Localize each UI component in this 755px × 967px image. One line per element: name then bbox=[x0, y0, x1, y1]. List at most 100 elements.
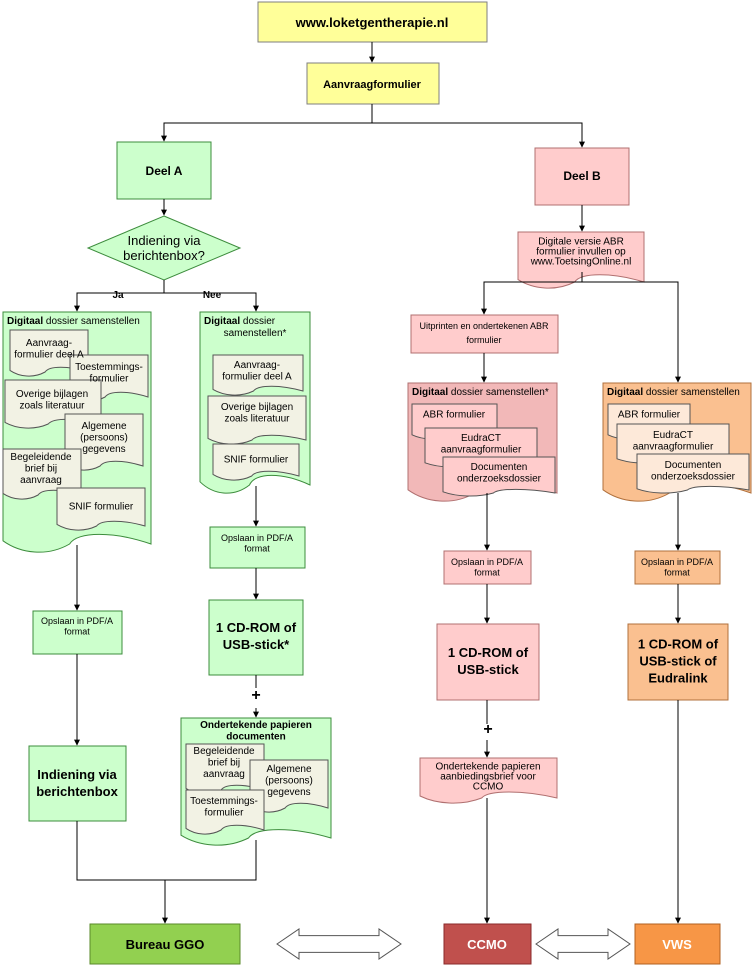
label-line: (persoons) bbox=[265, 776, 313, 787]
dossier-heading-bold: Digitaal bbox=[607, 387, 643, 398]
papier-ccmo-box bbox=[419, 757, 558, 804]
indiening-box bbox=[28, 745, 127, 822]
label-line: brief bij bbox=[208, 758, 240, 769]
cdrom-ccmo-box bbox=[436, 623, 540, 701]
label-line: formulier deel A bbox=[14, 349, 84, 360]
label-line: Toestemmings- bbox=[75, 362, 143, 373]
label-line: format bbox=[244, 543, 270, 553]
label-line: aanvraagformulier bbox=[633, 441, 714, 452]
doc-documenten-ccmo bbox=[442, 456, 556, 497]
label-line: Indiening via bbox=[37, 767, 117, 782]
dossier-heading-bold: Digitaal bbox=[204, 316, 240, 327]
connector bbox=[582, 281, 681, 383]
dossier-heading: Digitaal dossier samenstellen bbox=[607, 387, 740, 398]
doc-snif2-text: SNIF formulier bbox=[224, 455, 289, 466]
doc-aanvraag-text: Aanvraag-formulier deel A bbox=[14, 338, 84, 361]
website-text: www.loketgentherapie.nl bbox=[295, 15, 449, 30]
label-line: formulier invullen op bbox=[536, 247, 626, 258]
label-line: aanvraagformulier bbox=[441, 444, 522, 455]
label-line: Aanvraag- bbox=[234, 360, 280, 371]
label-line: EudraCT bbox=[653, 430, 693, 441]
doc-toestemming-text: Toestemmings-formulier bbox=[75, 362, 143, 385]
label-line: gegevens bbox=[82, 444, 125, 455]
double-arrow-right bbox=[535, 928, 631, 960]
label-line: Begeleidende bbox=[193, 746, 255, 757]
label-line: onderzoeksdossier bbox=[457, 473, 542, 484]
doc-abr-vws-text: ABR formulier bbox=[618, 410, 681, 421]
label-line: SNIF formulier bbox=[224, 455, 289, 466]
deel-a-box bbox=[116, 141, 212, 200]
dossier-heading-line2: samenstellen* bbox=[224, 328, 287, 339]
deel-b-text: Deel B bbox=[563, 169, 601, 183]
label-line: Opslaan in PDF/A bbox=[641, 557, 713, 567]
dossier-heading-rest: dossier samenstellen bbox=[43, 316, 140, 327]
label-line: format bbox=[474, 567, 500, 577]
ccmo-box bbox=[443, 923, 532, 965]
label-line: berichtenbox bbox=[36, 784, 118, 799]
label-line: gegevens bbox=[267, 787, 310, 798]
deel-a-text: Deel A bbox=[146, 164, 183, 178]
dossier-heading-bold: Digitaal bbox=[7, 316, 43, 327]
plus-ccmo: + bbox=[483, 721, 492, 738]
connector bbox=[76, 821, 257, 881]
label-line: Algemene bbox=[81, 421, 126, 432]
doc-documenten-vws bbox=[636, 453, 750, 494]
label-line: format bbox=[64, 626, 90, 636]
right-opslaan-box bbox=[209, 526, 306, 569]
deel-b-box bbox=[534, 147, 630, 206]
cdrom-vws-box bbox=[627, 623, 729, 701]
doc-overige-a2 bbox=[207, 395, 307, 445]
label-line: (persoons) bbox=[80, 433, 128, 444]
label-line: berichtenbox? bbox=[123, 248, 205, 263]
doc-abr-ccmo-text: ABR formulier bbox=[423, 410, 486, 421]
label-line: formulier bbox=[205, 807, 245, 818]
label-line: Opslaan in PDF/A bbox=[451, 557, 523, 567]
label-line: onderzoeksdossier bbox=[651, 471, 736, 482]
cdrom-vws-text: 1 CD-ROM of USB-stick of Eudralink bbox=[638, 637, 719, 686]
label-line: Algemene bbox=[266, 764, 311, 775]
ccmo-text: CCMO bbox=[467, 937, 507, 952]
connector bbox=[161, 104, 373, 142]
doc-algemene2-text: Algemene(persoons)gegevens bbox=[265, 764, 313, 798]
doc-toestemming-a2 bbox=[185, 789, 265, 835]
label-line: Digitale versie ABR bbox=[538, 237, 624, 248]
label-line: SNIF formulier bbox=[69, 502, 134, 513]
label-line: Uitprinten en ondertekenen ABR bbox=[419, 321, 549, 331]
doc-toestemming2-text: Toestemmings-formulier bbox=[190, 796, 258, 819]
label-line: zoals literatuur bbox=[19, 400, 85, 411]
doc-aanvraag-a2 bbox=[212, 354, 304, 396]
plus-a: + bbox=[251, 687, 260, 704]
label-line: aanvraag bbox=[20, 475, 62, 486]
label-line: USB-stick of bbox=[639, 654, 717, 669]
label-line: Indiening via bbox=[128, 233, 202, 248]
label-line: Documenten bbox=[471, 462, 528, 473]
label-line: Ondertekende papieren bbox=[435, 762, 540, 773]
label-line: formulier deel A bbox=[222, 371, 292, 382]
label-line: ABR formulier bbox=[423, 410, 486, 421]
label-line: CCMO bbox=[473, 782, 504, 793]
label-line: Eudralink bbox=[648, 671, 708, 686]
ccmo-opslaan-box bbox=[443, 550, 532, 585]
doc-algemene-text: Algemene(persoons)gegevens bbox=[80, 421, 128, 455]
label-line: Aanvraag- bbox=[26, 338, 72, 349]
label-line: 1 CD-ROM of bbox=[448, 645, 529, 660]
doc-aanvraag2-text: Aanvraag-formulier deel A bbox=[222, 360, 292, 383]
label-line: 1 CD-ROM of bbox=[638, 637, 719, 652]
double-arrow-left bbox=[276, 928, 402, 960]
